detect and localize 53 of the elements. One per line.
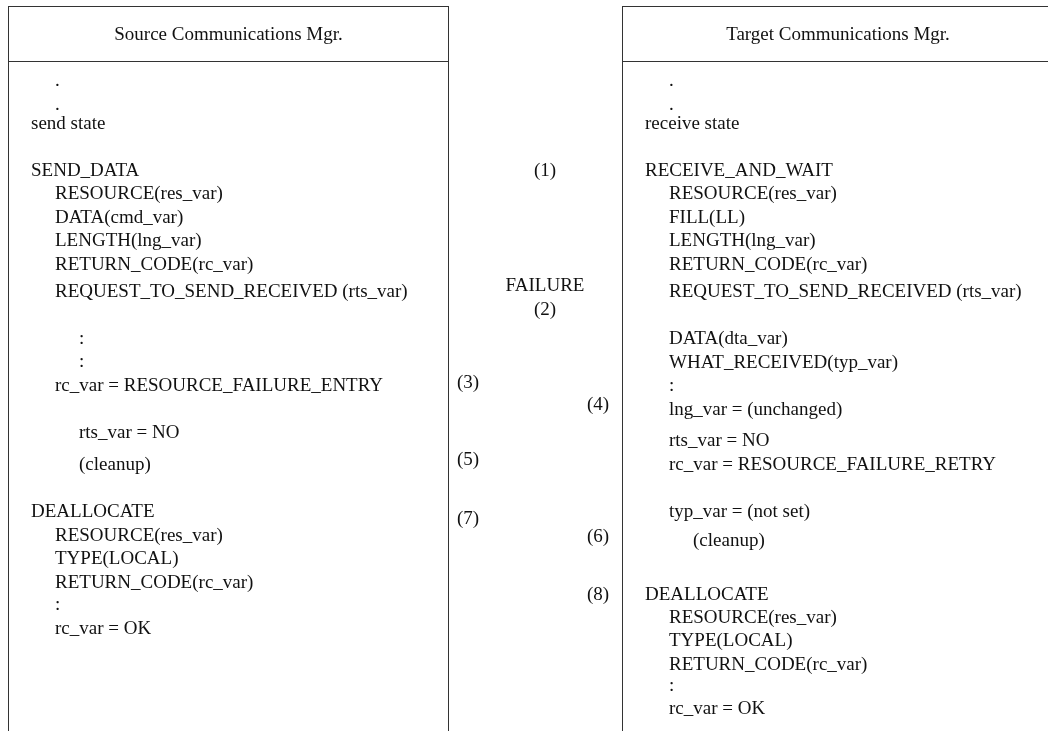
code-line: : xyxy=(55,592,61,616)
code-line: TYPE(LOCAL) xyxy=(669,628,793,652)
code-line: rts_var = NO xyxy=(669,428,770,452)
step-label: (1) xyxy=(533,158,557,181)
step-label: FAILURE xyxy=(505,273,585,296)
code-line: RESOURCE(res_var) xyxy=(669,181,837,205)
code-line: FILL(LL) xyxy=(669,205,745,229)
panel-title: Target Communications Mgr. xyxy=(726,23,950,45)
step-label: (8) xyxy=(586,582,610,605)
panel-header xyxy=(622,6,1048,62)
code-line: REQUEST_TO_SEND_RECEIVED (rts_var) xyxy=(669,279,1023,303)
code-line: (cleanup) xyxy=(79,452,151,476)
code-line: DATA(dta_var) xyxy=(669,326,788,350)
panel-header xyxy=(8,6,449,62)
step-label: (6) xyxy=(586,524,610,547)
step-label: (5) xyxy=(456,447,480,470)
code-line: LENGTH(lng_var) xyxy=(669,228,816,252)
code-line: rc_var = RESOURCE_FAILURE_ENTRY xyxy=(55,373,385,397)
code-line: lng_var = (unchanged) xyxy=(669,397,843,421)
code-line: RECEIVE_AND_WAIT xyxy=(645,158,833,182)
panel-column xyxy=(8,61,449,731)
code-line: RETURN_CODE(rc_var) xyxy=(55,252,254,276)
code-line: RESOURCE(res_var) xyxy=(55,523,223,547)
code-line: RETURN_CODE(rc_var) xyxy=(55,570,254,594)
code-line: RETURN_CODE(rc_var) xyxy=(669,252,868,276)
step-label: (3) xyxy=(456,370,480,393)
code-line: rc_var = OK xyxy=(669,696,766,720)
code-line: rts_var = NO xyxy=(79,420,180,444)
code-line: DEALLOCATE xyxy=(31,499,155,523)
code-line: RESOURCE(res_var) xyxy=(669,605,837,629)
code-line: . xyxy=(669,68,674,92)
code-line: rc_var = RESOURCE_FAILURE_RETRY xyxy=(669,452,998,476)
step-label: (4) xyxy=(586,392,610,415)
step-label: (2) xyxy=(533,297,557,320)
code-line: typ_var = (not set) xyxy=(669,499,811,523)
code-line: : xyxy=(79,349,85,373)
code-line: DATA(cmd_var) xyxy=(55,205,184,229)
code-line: rc_var = OK xyxy=(55,616,152,640)
code-line: . xyxy=(55,68,60,92)
code-line: RETURN_CODE(rc_var) xyxy=(669,652,868,676)
code-line: (cleanup) xyxy=(693,528,765,552)
code-line: DEALLOCATE xyxy=(645,582,769,606)
code-line: : xyxy=(669,674,675,697)
code-line: RESOURCE(res_var) xyxy=(55,181,223,205)
step-label: (7) xyxy=(456,506,480,529)
code-line: WHAT_RECEIVED(typ_var) xyxy=(669,350,898,374)
code-line: : xyxy=(669,373,675,397)
code-line: : xyxy=(79,326,85,350)
panel-title: Source Communications Mgr. xyxy=(114,23,343,45)
code-line: TYPE(LOCAL) xyxy=(55,546,179,570)
code-line: LENGTH(lng_var) xyxy=(55,228,202,252)
code-line: REQUEST_TO_SEND_RECEIVED (rts_var) xyxy=(55,279,409,303)
code-line: SEND_DATA xyxy=(31,158,140,182)
